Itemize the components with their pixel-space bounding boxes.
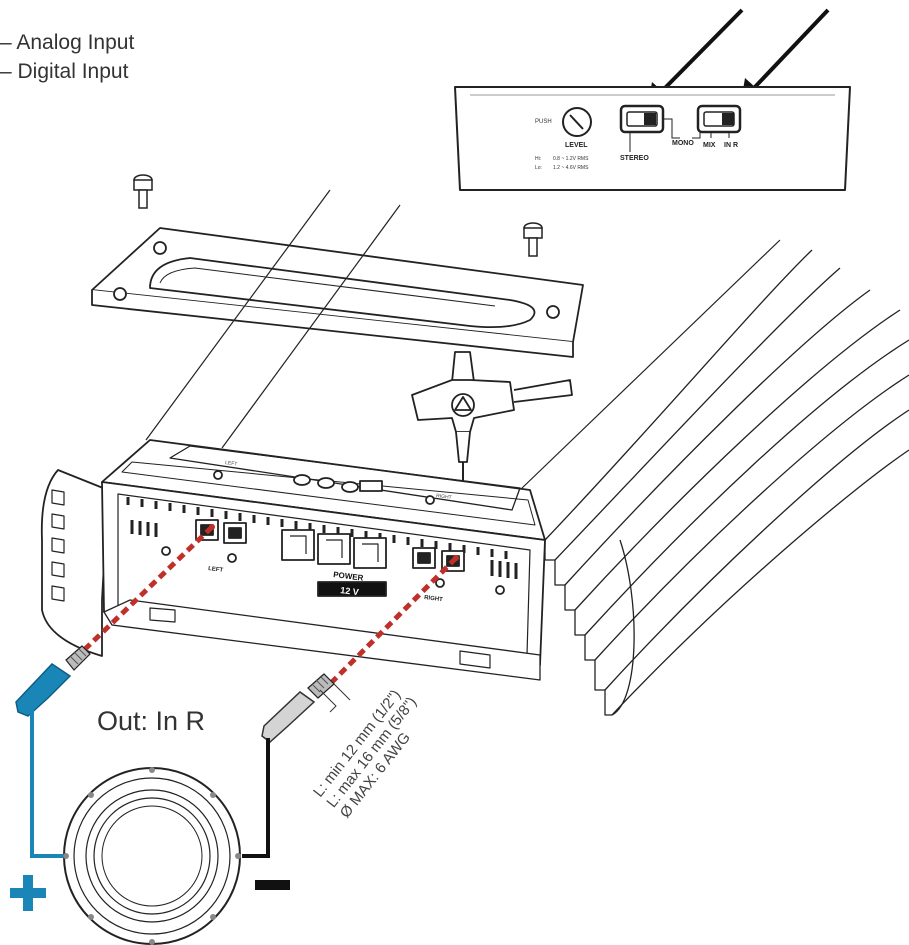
left-dashed-wire — [80, 525, 214, 654]
left-terminal-label: LEFT — [208, 566, 224, 574]
output-label: Out: In R — [97, 706, 206, 736]
mix-label: MIX — [703, 142, 716, 149]
voltage-label: 12 V — [340, 585, 360, 597]
hi-value: 0.8 ~ 1.2V RMS — [553, 156, 589, 162]
analog-input-label: – Analog Input — [0, 31, 135, 54]
mono-label: MONO — [672, 140, 694, 147]
control-panel-callout: PUSH LEVEL Hi: 0.8 ~ 1.2V RMS Lo: 1.2 ~ … — [454, 86, 851, 191]
stereo-label: STEREO — [620, 155, 649, 162]
in-r-label: IN R — [724, 142, 738, 149]
screw-right — [523, 222, 543, 257]
power-label: POWER — [333, 570, 364, 583]
terminal-markers — [209, 524, 459, 561]
plus-symbol — [10, 875, 46, 911]
top-left-label: LEFT — [225, 460, 238, 467]
minus-symbol — [255, 880, 290, 890]
top-right-label: RIGHT — [436, 493, 452, 501]
arrow-mix-inr — [752, 8, 830, 90]
dashed-wires — [80, 525, 458, 690]
level-label: LEVEL — [565, 142, 588, 149]
lo-label: Lo: — [535, 165, 542, 171]
right-dashed-wire — [324, 556, 458, 690]
screw-left — [133, 174, 153, 209]
arrow-stereo-mono — [659, 8, 744, 94]
hi-label: Hi: — [535, 156, 541, 162]
speaker — [63, 767, 241, 945]
input-legend: – Analog Input – Digital Input — [0, 28, 134, 86]
right-terminal-label: RIGHT — [424, 595, 444, 603]
push-label: PUSH — [535, 119, 552, 125]
amplifier-labels: LEFT RIGHT POWER 12 V LEFT RIGHT — [208, 460, 452, 603]
negative-wire — [242, 673, 351, 858]
lo-value: 1.2 ~ 4.6V RMS — [553, 165, 589, 171]
positive-wire — [15, 645, 91, 858]
screwdriver-tool — [411, 351, 573, 508]
cover-plate — [91, 227, 584, 358]
digital-input-label: – Digital Input — [0, 60, 129, 83]
